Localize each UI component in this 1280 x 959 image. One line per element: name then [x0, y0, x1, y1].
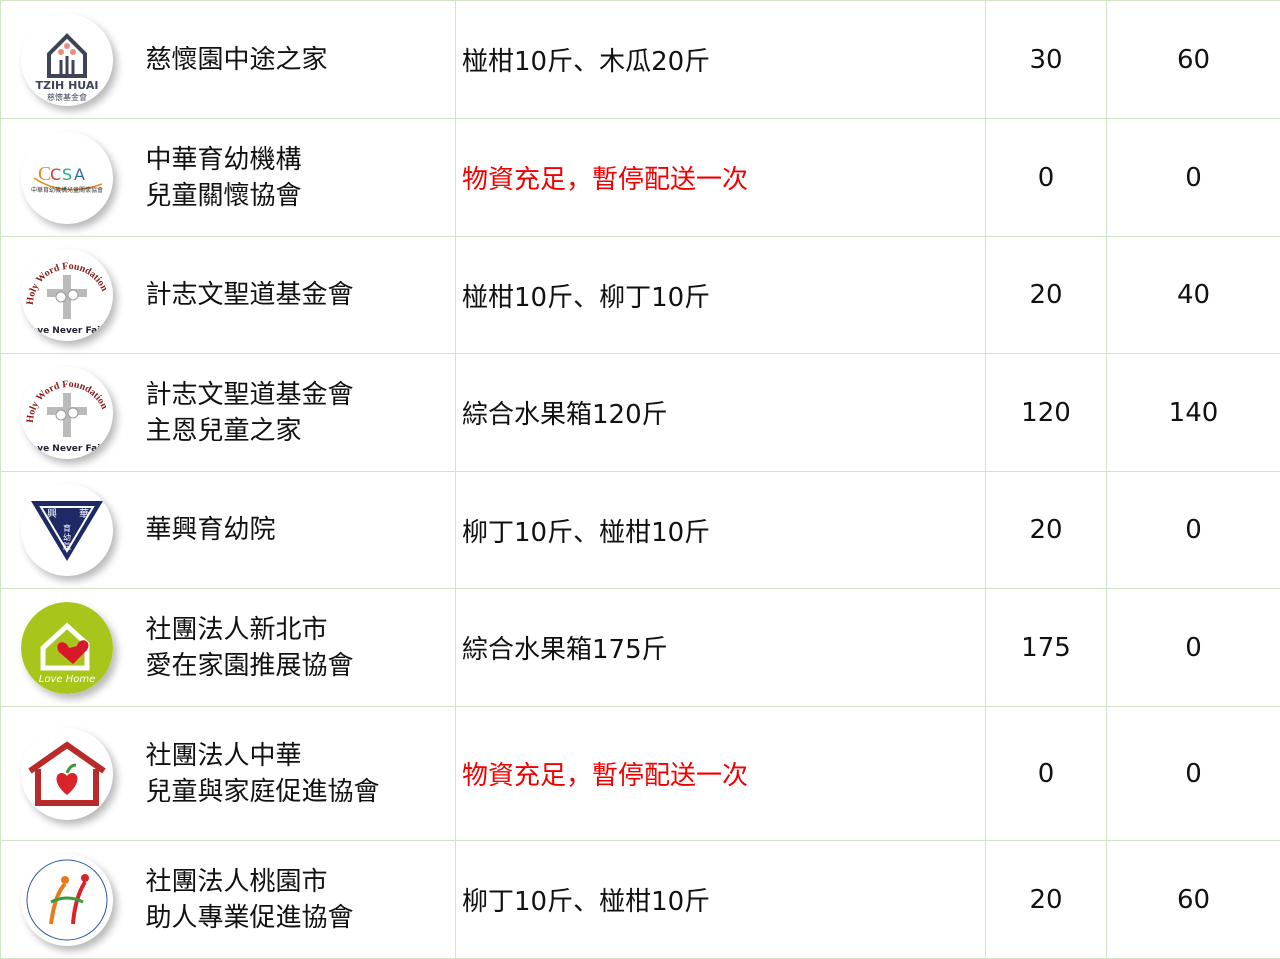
logo-cell [1, 841, 136, 959]
donation-items: 物資充足，暫停配送一次 [456, 707, 986, 841]
donation-items: 柳丁10斤、椪柑10斤 [456, 841, 986, 959]
svg-text:興: 興 [47, 508, 57, 520]
logo-cell: 興 華育幼院 [1, 472, 136, 589]
organization-name: 社團法人中華兒童與家庭促進協會 [136, 707, 456, 841]
organization-name-line: 華興育幼院 [146, 512, 456, 548]
quantity-1: 20 [986, 237, 1107, 354]
table-row: 社團法人桃園市助人專業促進協會 柳丁10斤、椪柑10斤 20 60 [1, 841, 1280, 959]
svg-text:中華育幼機構兒童關懷協會: 中華育幼機構兒童關懷協會 [31, 186, 103, 194]
donation-items: 椪柑10斤、柳丁10斤 [456, 237, 986, 354]
organization-name: 社團法人新北市愛在家園推展協會 [136, 589, 456, 707]
logo-cell [1, 707, 136, 841]
love-home-logo: Love Home [21, 602, 113, 694]
organization-name: 計志文聖道基金會 [136, 237, 456, 354]
svg-text:A: A [74, 165, 85, 184]
quantity-2: 60 [1107, 1, 1280, 119]
organization-name-line: 社團法人桃園市 [146, 864, 456, 900]
organization-name: 華興育幼院 [136, 472, 456, 589]
organization-name-line: 兒童關懷協會 [146, 178, 456, 214]
donation-items: 物資充足，暫停配送一次 [456, 119, 986, 237]
organization-name-line: 主恩兒童之家 [146, 413, 456, 449]
quantity-2: 140 [1107, 354, 1280, 472]
organization-name-line: 愛在家園推展協會 [146, 648, 456, 684]
organization-name-line: 中華育幼機構 [146, 142, 456, 178]
svg-text:幼: 幼 [63, 532, 71, 542]
quantity-1: 30 [986, 1, 1107, 119]
quantity-2: 0 [1107, 589, 1280, 707]
svg-text:Love Home: Love Home [39, 674, 95, 685]
table-row: 興 華育幼院 華興育幼院 柳丁10斤、椪柑10斤 20 0 [1, 472, 1280, 589]
organization-name: 中華育幼機構兒童關懷協會 [136, 119, 456, 237]
svg-text:華: 華 [79, 508, 89, 520]
donation-items: 綜合水果箱175斤 [456, 589, 986, 707]
logo-cell: Love Home [1, 589, 136, 707]
organization-name-line: 計志文聖道基金會 [146, 277, 456, 313]
child-family-logo [21, 728, 113, 820]
svg-text:C: C [50, 165, 61, 184]
table-row: 社團法人中華兒童與家庭促進協會 物資充足，暫停配送一次 0 0 [1, 707, 1280, 841]
organization-name-line: 社團法人中華 [146, 738, 456, 774]
svg-text:院: 院 [63, 541, 71, 551]
svg-text:慈懷基金會: 慈懷基金會 [47, 92, 87, 102]
organization-name-line: 兒童與家庭促進協會 [146, 774, 456, 810]
helping-professions-logo [21, 854, 113, 946]
svg-text:S: S [62, 165, 72, 184]
organization-name-line: 計志文聖道基金會 [146, 377, 456, 413]
quantity-1: 175 [986, 589, 1107, 707]
quantity-2: 40 [1107, 237, 1280, 354]
organization-name-line: 助人專業促進協會 [146, 900, 456, 936]
quantity-2: 0 [1107, 472, 1280, 589]
quantity-2: 0 [1107, 119, 1280, 237]
donation-items: 椪柑10斤、木瓜20斤 [456, 1, 986, 119]
quantity-1: 20 [986, 841, 1107, 959]
organization-name: 社團法人桃園市助人專業促進協會 [136, 841, 456, 959]
organization-name: 計志文聖道基金會主恩兒童之家 [136, 354, 456, 472]
svg-text:Love Never Fails: Love Never Fails [25, 444, 108, 454]
quantity-1: 0 [986, 119, 1107, 237]
svg-text:Love Never Fails: Love Never Fails [25, 326, 108, 336]
quantity-2: 0 [1107, 707, 1280, 841]
quantity-1: 120 [986, 354, 1107, 472]
svg-text:TZIH HUAI: TZIH HUAI [35, 79, 98, 92]
donation-items: 柳丁10斤、椪柑10斤 [456, 472, 986, 589]
organization-name: 慈懷園中途之家 [136, 1, 456, 119]
quantity-2: 60 [1107, 841, 1280, 959]
hua-hsing-logo: 興 華育幼院 [21, 484, 113, 576]
table-row: Love Home 社團法人新北市愛在家園推展協會 綜合水果箱175斤 175 … [1, 589, 1280, 707]
donation-items: 綜合水果箱120斤 [456, 354, 986, 472]
quantity-1: 0 [986, 707, 1107, 841]
quantity-1: 20 [986, 472, 1107, 589]
svg-text:育: 育 [63, 523, 71, 533]
organization-name-line: 社團法人新北市 [146, 612, 456, 648]
organization-name-line: 慈懷園中途之家 [146, 42, 456, 78]
